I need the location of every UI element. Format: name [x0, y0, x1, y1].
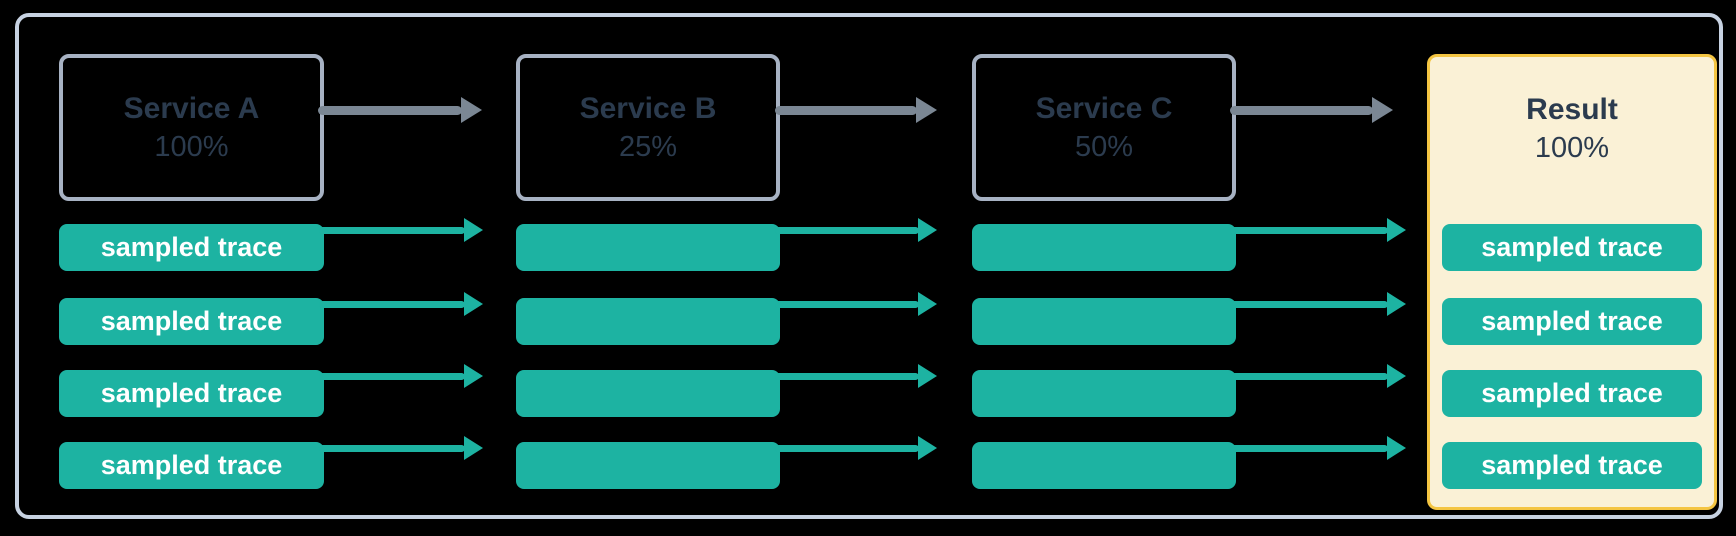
flow-arrow-icon: [318, 97, 482, 123]
trace-arrow-icon: [1230, 292, 1406, 316]
trace-arrow-icon: [319, 292, 483, 316]
flow-arrow-icon: [1230, 97, 1393, 123]
trace-arrow-icon: [319, 218, 483, 242]
service-c-box: Service C 50%: [972, 54, 1236, 201]
trace-bar: [516, 224, 780, 271]
trace-arrow-icon: [1230, 218, 1406, 242]
trace-arrow-icon: [319, 436, 483, 460]
result-sampling-rate: 100%: [1534, 132, 1610, 165]
trace-bar: [516, 370, 780, 417]
trace-bar: [516, 298, 780, 345]
flow-arrow-icon: [775, 97, 937, 123]
service-b-title: Service B: [579, 91, 717, 125]
trace-bar: sampled trace: [1442, 370, 1702, 417]
trace-arrow-icon: [775, 436, 937, 460]
service-b-box: Service B 25%: [516, 54, 780, 201]
trace-bar: [972, 298, 1236, 345]
trace-bar: sampled trace: [1442, 224, 1702, 271]
trace-bar: [972, 370, 1236, 417]
trace-bar: [516, 442, 780, 489]
trace-bar: [972, 442, 1236, 489]
outer-frame: Service A 100% sampled trace sampled tra…: [15, 13, 1723, 519]
column-result: Result 100% sampled trace sampled trace …: [1427, 54, 1717, 510]
column-service-c: Service C 50%: [972, 54, 1236, 510]
trace-arrow-icon: [319, 364, 483, 388]
service-a-box: Service A 100%: [59, 54, 324, 201]
service-c-sampling-rate: 50%: [1074, 130, 1134, 163]
trace-bar: sampled trace: [59, 442, 324, 489]
trace-arrow-icon: [775, 218, 937, 242]
trace-arrow-icon: [1230, 436, 1406, 460]
trace-arrow-icon: [775, 364, 937, 388]
trace-bar: sampled trace: [59, 224, 324, 271]
trace-arrow-icon: [775, 292, 937, 316]
result-title: Result: [1526, 93, 1618, 127]
trace-bar: sampled trace: [1442, 298, 1702, 345]
trace-bar: sampled trace: [59, 298, 324, 345]
service-a-sampling-rate: 100%: [154, 130, 229, 163]
column-service-b: Service B 25%: [516, 54, 780, 510]
trace-bar: [972, 224, 1236, 271]
trace-bar: sampled trace: [59, 370, 324, 417]
service-b-sampling-rate: 25%: [618, 130, 678, 163]
column-service-a: Service A 100% sampled trace sampled tra…: [59, 54, 324, 510]
trace-arrow-icon: [1230, 364, 1406, 388]
service-c-title: Service C: [1035, 91, 1173, 125]
result-box-header: Result 100%: [1430, 57, 1714, 201]
service-a-title: Service A: [123, 91, 260, 125]
trace-bar: sampled trace: [1442, 442, 1702, 489]
